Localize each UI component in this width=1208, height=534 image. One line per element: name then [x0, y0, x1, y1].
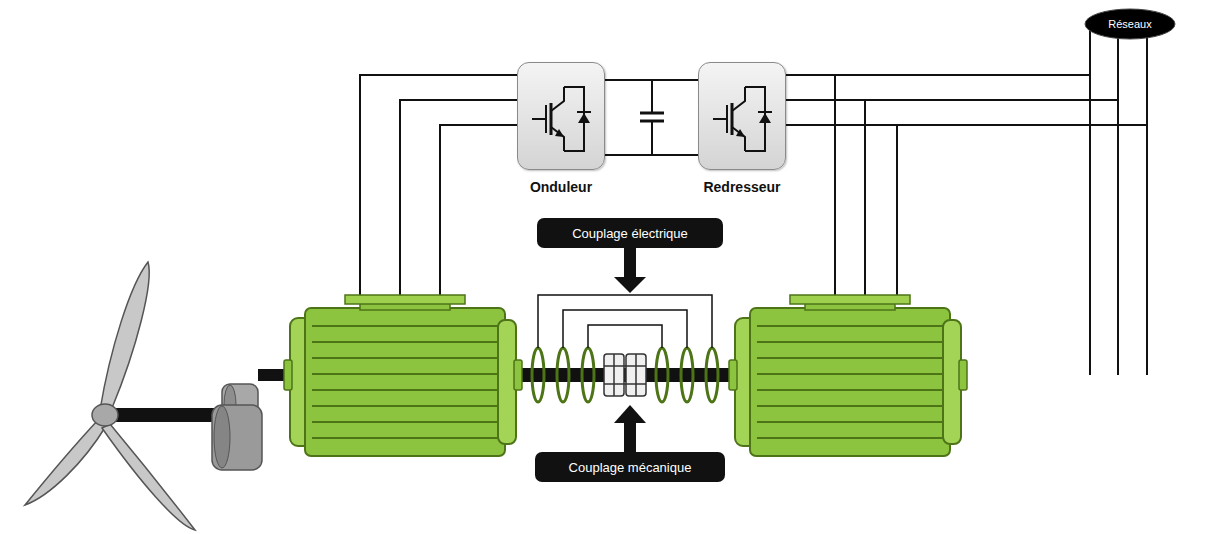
- igbt-symbol: [555, 129, 564, 137]
- callout-label: Couplage mécanique: [569, 460, 692, 475]
- callout-label: Couplage électrique: [572, 226, 688, 241]
- grid-side-wires: [786, 124, 1147, 126]
- induction-machine: [284, 295, 522, 456]
- grid-side-wires: [864, 100, 866, 296]
- mechanical-coupling: [635, 354, 637, 396]
- callout-arrow: [624, 422, 636, 454]
- callout-arrow: [614, 277, 646, 293]
- dc-link-capacitor: [651, 80, 653, 113]
- turbine-rotor: [100, 262, 149, 410]
- gearbox: [214, 406, 230, 468]
- callout-box: Couplage électrique: [537, 218, 723, 248]
- callout-arrow: [624, 246, 636, 278]
- grid-side-wires: [834, 75, 836, 296]
- slip-rings: [656, 348, 668, 402]
- igbt-symbol: [758, 111, 772, 113]
- mechanical-coupling: [604, 365, 646, 367]
- grid-ellipse: Réseaux: [1084, 8, 1176, 40]
- igbt-symbol: [550, 103, 553, 135]
- rotor-side-wires: [360, 75, 517, 296]
- dc-link-capacitor: [640, 112, 664, 115]
- mechanical-coupling: [613, 354, 615, 396]
- callout-arrow: [614, 246, 646, 454]
- igbt-symbol: [551, 87, 564, 111]
- induction-machine: [729, 295, 967, 456]
- slip-rings: [532, 348, 718, 402]
- gearbox: [212, 405, 262, 470]
- igbt-symbol: [732, 87, 745, 111]
- dc-link-capacitor: [605, 80, 698, 155]
- igbt-symbol: [518, 63, 606, 171]
- rotor-side-wires: [400, 100, 517, 296]
- turbine-rotor: [25, 262, 217, 530]
- grid-side-wires: [786, 75, 1147, 296]
- igbt-symbol: [532, 87, 591, 151]
- igbt-symbol: [731, 103, 734, 135]
- mechanical-coupling: [626, 354, 646, 396]
- callout-box: Couplage mécanique: [535, 452, 725, 482]
- electrical-coupling-bracket: [588, 325, 662, 348]
- igbt-symbol: [713, 118, 727, 120]
- rotor-side-wires: [360, 75, 517, 296]
- electrical-coupling-bracket: [563, 310, 687, 348]
- igbt-symbol: [726, 105, 728, 133]
- power-wire: [786, 32, 1090, 75]
- turbine-rotor: [102, 424, 195, 530]
- diode-symbol: [578, 113, 590, 123]
- igbt-symbol: [699, 63, 787, 171]
- igbt-symbol: [713, 87, 772, 151]
- dc-link-capacitor: [651, 121, 653, 155]
- igbt-symbol: [551, 127, 564, 151]
- mechanical-coupling: [604, 354, 624, 396]
- grid-bus: [1090, 28, 1147, 375]
- igbt-symbol: [532, 118, 546, 120]
- diode-symbol: [759, 113, 771, 123]
- slip-rings: [582, 348, 594, 402]
- grid-side-wires: [896, 125, 898, 296]
- turbine-rotor: [25, 420, 106, 505]
- igbt-symbol: [577, 111, 591, 113]
- mechanical-coupling: [604, 354, 646, 396]
- gearbox: [212, 369, 294, 470]
- converter-label: Onduleur: [481, 179, 641, 195]
- callout-arrow: [614, 405, 646, 423]
- mechanical-coupling: [604, 383, 646, 385]
- converter-label: Redresseur: [662, 179, 822, 195]
- slip-rings: [557, 348, 569, 402]
- power-wire: [605, 79, 698, 81]
- turbine-rotor: [92, 404, 118, 426]
- electrical-coupling-bracket: [538, 295, 712, 348]
- slip-rings: [681, 348, 693, 402]
- rotor-side-wires: [440, 125, 517, 296]
- grid-bus: [1089, 30, 1091, 375]
- igbt-symbol: [736, 129, 745, 137]
- grid-bus: [1146, 28, 1148, 375]
- slip-rings: [532, 348, 544, 402]
- igbt-symbol: [732, 127, 745, 151]
- grid-label: Réseaux: [1108, 18, 1151, 30]
- electrical-coupling-bracket: [538, 295, 712, 348]
- igbt-symbol: [545, 105, 547, 133]
- grid-ellipse-shape: [1085, 9, 1175, 39]
- converter-box: Onduleur: [517, 62, 605, 170]
- grid-bus: [1117, 28, 1119, 375]
- turbine-rotor: [105, 408, 217, 422]
- slip-rings: [706, 348, 718, 402]
- converter-box: Redresseur: [698, 62, 786, 170]
